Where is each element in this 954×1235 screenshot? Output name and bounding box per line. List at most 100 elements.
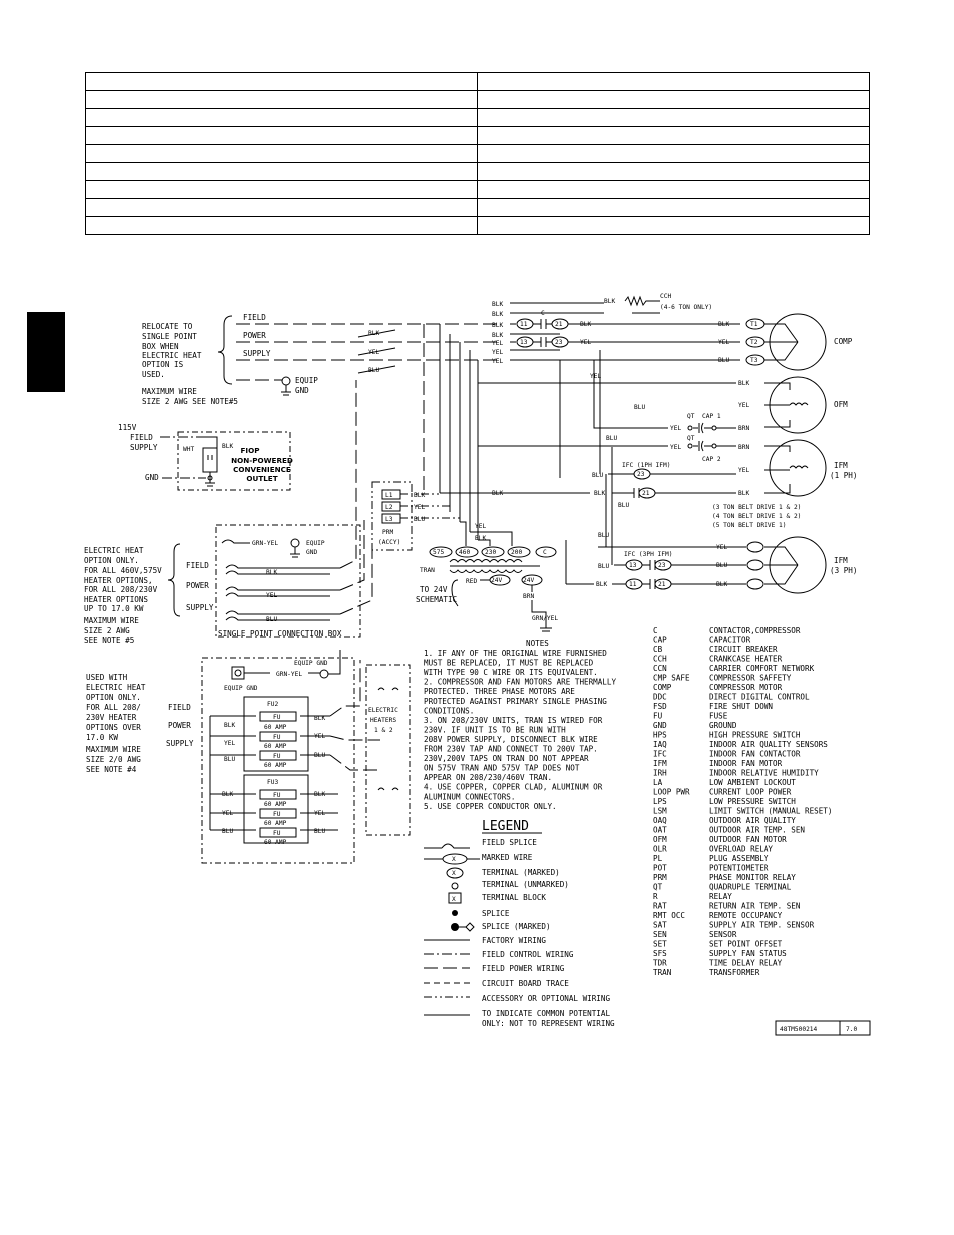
abbrev-code: CCH <box>653 655 667 664</box>
wire-label: BLK <box>475 535 486 542</box>
relocate-note-line: ELECTRIC HEAT <box>142 351 202 360</box>
abbrev-meaning: OUTDOOR FAN MOTOR <box>709 835 787 844</box>
fu2-label: FU2 <box>267 701 278 708</box>
note-line: 3. ON 208/230V UNITS, TRAN IS WIRED FOR <box>424 716 603 725</box>
abbrev-code: POT <box>653 864 667 873</box>
fuse-rating: 60 AMP <box>264 743 287 750</box>
to24v-label: SCHEMATIC <box>416 595 457 604</box>
elec-heat-note: FOR ALL 208/230V <box>84 585 158 594</box>
fuse-icon <box>259 731 297 742</box>
abbrev-code: SET <box>653 940 667 949</box>
outdoor-fan-motor: OFM BLK YEL BRN <box>478 376 848 434</box>
belt-drive-note: (3 TON BELT DRIVE 1 & 2) <box>712 504 801 511</box>
legend-item: FIELD SPLICE <box>482 838 537 847</box>
prm-terminal: L3 <box>385 516 393 523</box>
abbrev-meaning: CIRCUIT BREAKER <box>709 645 778 654</box>
outlet-icon <box>202 447 218 473</box>
max-wire-label: MAXIMUM WIRE <box>86 745 141 754</box>
comp-label: COMP <box>834 337 853 346</box>
fuse-rating: 60 AMP <box>264 724 287 731</box>
note-line: CONDITIONS. <box>424 706 474 715</box>
ground-icon <box>281 385 291 396</box>
abbrev-code: FSD <box>653 702 667 711</box>
abbrev-meaning: REMOTE OCCUPANCY <box>709 911 783 920</box>
wire-label: BLK <box>314 715 325 722</box>
wire-label: BLK <box>738 490 749 497</box>
terminal-label: 11 <box>520 321 528 328</box>
elec-heat-note: HEATER OPTIONS <box>84 595 148 604</box>
table-row <box>85 72 870 91</box>
brace <box>167 543 181 617</box>
max-wire-label: SIZE 2 AWG <box>84 626 130 635</box>
abbrev-meaning: CAPACITOR <box>709 636 751 645</box>
abbrev-code: TRAN <box>653 968 672 977</box>
contact-icon <box>642 560 656 570</box>
ofm-label: OFM <box>834 400 848 409</box>
contactor-label: C <box>541 310 545 317</box>
abbrev-meaning: POTENTIOMETER <box>709 864 769 873</box>
abbrev-code: GND <box>653 721 667 730</box>
legend-item: SPLICE (MARKED) <box>482 922 551 931</box>
legend-item: SPLICE <box>482 909 510 918</box>
relocate-note-line: BOX WHEN <box>142 342 179 351</box>
fuse-label: FU <box>273 811 281 818</box>
note-line: WITH TYPE 90 C WIRE OR ITS EQUIVALENT. <box>424 668 598 677</box>
abbrev-code: LOOP PWR <box>653 788 690 797</box>
legend-item: ACCESSORY OR OPTIONAL WIRING <box>482 994 610 1003</box>
abbrev-code: C <box>653 626 658 635</box>
fuse-label: FU <box>273 714 281 721</box>
abbrev-meaning: CURRENT LOOP POWER <box>709 788 792 797</box>
capacitors: YEL YEL QT CAP 1 BLU BLU YEL QT CAP 2 BR… <box>478 360 749 463</box>
wire-label: BLU <box>266 616 277 623</box>
section-tab <box>27 312 65 392</box>
abbrev-meaning: PHASE MONITOR RELAY <box>709 873 796 882</box>
abbrev-meaning: SENSOR <box>709 930 737 939</box>
wire-label: BLK <box>492 301 503 308</box>
terminal-label: T3 <box>750 357 758 364</box>
note-line: 230V,200V TAPS ON TRAN DO NOT APPEAR <box>424 754 589 763</box>
wire-label: BLU <box>598 532 609 539</box>
abbrev-meaning: OUTDOOR AIR TEMP. SEN <box>709 826 805 835</box>
abbrev-code: PRM <box>653 873 667 882</box>
max-wire-label: SIZE 2/0 AWG <box>86 755 141 764</box>
equip-gnd-label: EQUIP GND <box>294 660 328 667</box>
belt-drive-note: (5 TON BELT DRIVE 1) <box>712 522 787 529</box>
abbrev-meaning: SUPPLY AIR TEMP. SENSOR <box>709 921 815 930</box>
abbrev-code: DDC <box>653 693 667 702</box>
wire-label: BLK <box>368 330 379 337</box>
abbrev-code: SEN <box>653 930 667 939</box>
supply-label: SUPPLY <box>166 739 194 748</box>
outlet-box <box>177 431 291 491</box>
abbrev-code: SFS <box>653 949 667 958</box>
field-power-wire <box>329 660 380 771</box>
to24v-label: TO 24V <box>420 585 448 594</box>
abbrev-code: OAQ <box>653 816 667 825</box>
elec-heat-note: ELECTRIC HEAT <box>84 546 144 555</box>
wire-label: BLU <box>592 472 603 479</box>
wire-label: YEL <box>670 425 681 432</box>
abbrev-meaning: FUSE <box>709 712 728 721</box>
tran-tap: 200 <box>511 549 522 556</box>
fuse-label: FU <box>273 753 281 760</box>
contact-icon <box>642 579 656 589</box>
relocate-note-line: OPTION IS <box>142 360 184 369</box>
heaters-label: HEATERS <box>370 717 396 724</box>
abbrev-meaning: FIRE SHUT DOWN <box>709 702 773 711</box>
wire-label: GRN-YEL <box>252 540 278 547</box>
power-label: POWER <box>168 721 191 730</box>
abbrev-code: OAT <box>653 826 667 835</box>
contact-icon <box>533 319 552 329</box>
legend-item: FACTORY WIRING <box>482 936 546 945</box>
abbrev-code: CMP SAFE <box>653 674 690 683</box>
prm-terminal: L1 <box>385 492 393 499</box>
wire-label: BLU <box>314 828 325 835</box>
elec-heat-note: UP TO 17.0 KW <box>84 604 144 613</box>
wire-label: BRN <box>738 425 749 432</box>
abbrev-code: CAP <box>653 636 667 645</box>
legend-item: TERMINAL (UNMARKED) <box>482 880 569 889</box>
tran-label: TRAN <box>420 567 435 574</box>
v115-label: SUPPLY <box>130 443 158 452</box>
abbrev-code: HPS <box>653 731 667 740</box>
ifm-1ph-motor-icon <box>769 439 827 497</box>
abbrev-meaning: CARRIER COMFORT NETWORK <box>709 664 815 673</box>
